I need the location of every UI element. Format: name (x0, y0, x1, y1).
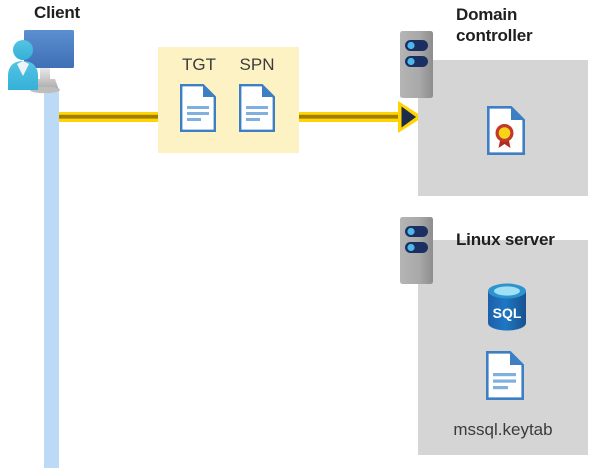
linux-server-title: Linux server (456, 230, 555, 249)
tgt-document-icon (180, 84, 216, 132)
server-rack-icon (400, 217, 433, 289)
certificate-document-icon (487, 106, 525, 155)
server-rack-icon (400, 31, 433, 103)
sql-icon-label: SQL (493, 305, 522, 321)
domain-controller-title-line1: Domain (456, 5, 518, 24)
spn-document-icon (239, 84, 275, 132)
client-workstation-icon (6, 28, 92, 94)
domain-controller-title-line2: controller (456, 26, 533, 45)
client-lifeline (44, 88, 59, 468)
client-title: Client (34, 3, 81, 22)
domain-controller-title: Domain controller (456, 4, 533, 46)
spn-label: SPN (239, 55, 275, 74)
sql-database-icon: SQL (485, 282, 529, 332)
tgt-label: TGT (182, 55, 216, 74)
linux-server-panel (418, 240, 588, 455)
keytab-document-icon (486, 351, 524, 400)
right-arrow-icon (398, 101, 423, 133)
keytab-file-label: mssql.keytab (453, 420, 553, 439)
flow-line-segment (299, 112, 404, 122)
flow-line-segment (59, 112, 158, 122)
